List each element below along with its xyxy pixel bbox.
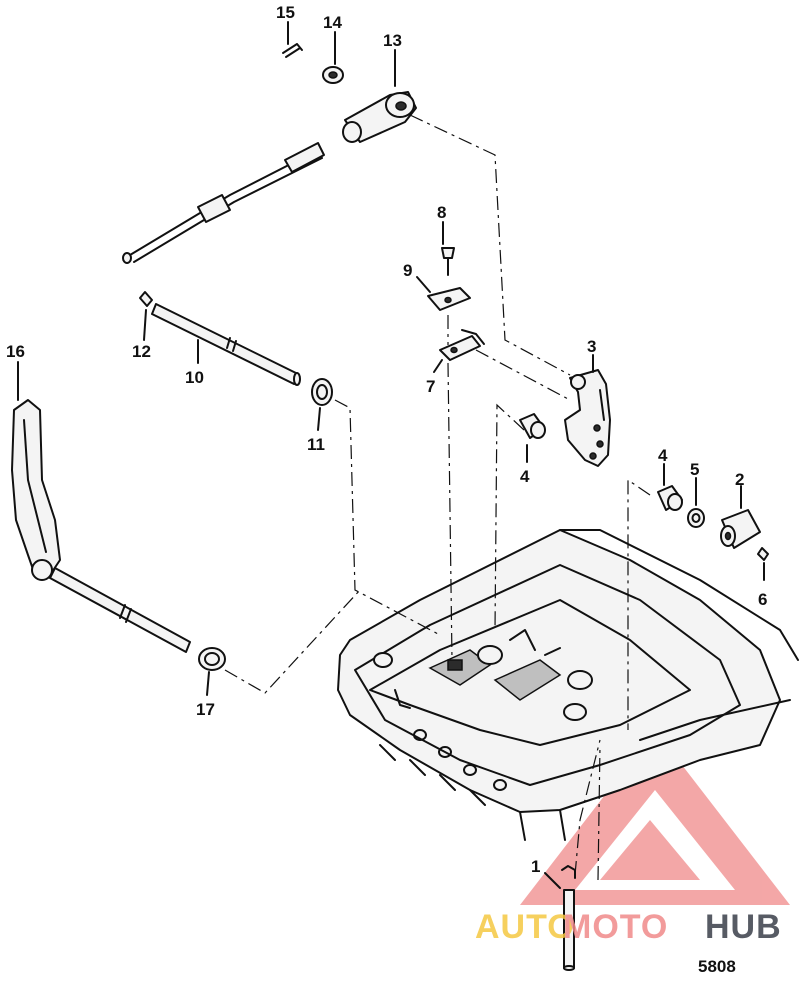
part-16-tiller-handle: [11, 399, 191, 653]
watermark-logo: [520, 730, 790, 905]
leader-lines: [224, 114, 651, 881]
callout-4-right: 4: [658, 446, 668, 465]
callout-6: 6: [758, 590, 767, 609]
watermark-wordmark: AUTO MOTO HUB: [475, 908, 782, 946]
part-4-bushing-right: [657, 485, 683, 511]
callout-2: 2: [735, 470, 744, 489]
part-17-bushing: [198, 647, 226, 671]
callout-leaders: [17, 21, 765, 889]
callout-16: 16: [6, 342, 25, 361]
callout-17: 17: [196, 700, 215, 719]
callout-4-left: 4: [520, 467, 530, 486]
part-4-bushing-left: [519, 413, 546, 439]
part-5-nut: [687, 508, 705, 528]
throttle-cable: [122, 142, 325, 264]
part-8-screw: [441, 247, 455, 276]
part-12-clip: [139, 291, 153, 307]
part-7-bracket: [439, 329, 485, 361]
callout-10: 10: [185, 368, 204, 387]
callout-14: 14: [323, 13, 342, 32]
callout-8: 8: [437, 203, 446, 222]
part-14-washer: [322, 66, 344, 84]
lower-bracket-housing: [337, 529, 799, 841]
figure-number: 5808: [698, 957, 736, 976]
part-9-plate: [427, 287, 471, 311]
part-6-clip: [757, 547, 769, 561]
callout-13: 13: [383, 31, 402, 50]
callout-7: 7: [426, 377, 435, 396]
watermark-text-auto: AUTO: [475, 908, 575, 946]
callout-labels: 1 2 3 4 4 5 6 7 8 9 10 11 12 13 14 15 16…: [6, 3, 767, 876]
part-2-block: [720, 509, 761, 549]
callout-11: 11: [307, 435, 325, 454]
part-11-washer: [311, 378, 333, 406]
part-1-pin: [561, 865, 576, 971]
watermark-text-hub: HUB: [705, 908, 782, 946]
watermark-text-moto: MOTO: [563, 908, 668, 946]
callout-3: 3: [587, 337, 596, 356]
callout-9: 9: [403, 261, 412, 280]
part-10-shaft: [151, 303, 301, 386]
callout-5: 5: [690, 460, 699, 479]
callout-12: 12: [132, 342, 151, 361]
part-13-link-arm: [342, 91, 417, 143]
watermark-triangle-core: [600, 820, 700, 880]
callout-15: 15: [276, 3, 295, 22]
part-3-bracket: [564, 369, 611, 467]
part-15-pin: [282, 43, 303, 58]
callout-1: 1: [531, 857, 540, 876]
